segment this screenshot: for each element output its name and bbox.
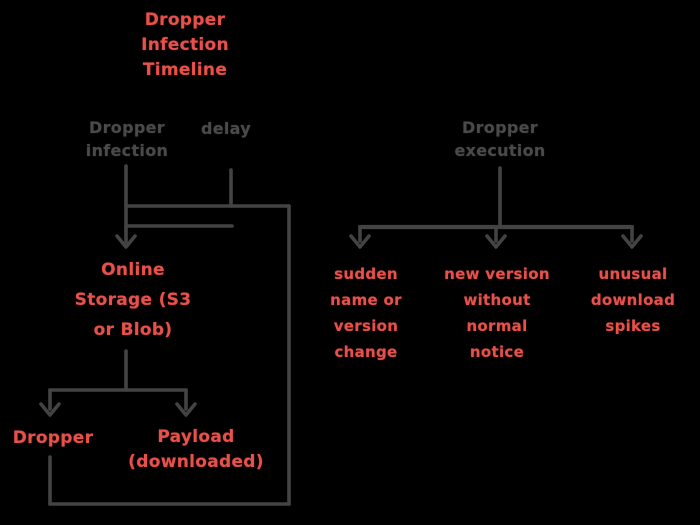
node-dropper-infection: Dropper infection [85, 118, 169, 160]
arrowhead-ind3 [621, 234, 643, 249]
node-payload-downloaded: Payload (downloaded) [128, 427, 264, 472]
arrowhead-ind2 [485, 234, 507, 249]
arrowhead-payload [175, 402, 197, 417]
node-indicator-silent-version: new version without normal notice [444, 265, 550, 361]
node-delay: delay [200, 119, 252, 138]
arrowhead-online-storage [115, 234, 137, 249]
arrowhead-ind1 [349, 234, 371, 249]
node-dropper-execution: Dropper execution [454, 118, 546, 160]
node-indicator-download-spike: unusual download spikes [590, 265, 676, 335]
arrowhead-dropper [39, 402, 61, 417]
node-indicator-name-change: sudden name or version change [330, 265, 402, 361]
node-dropper: Dropper [12, 428, 94, 448]
diagram-title: Dropper Infection Timeline [141, 10, 229, 80]
node-online-storage: Online Storage (S3 or Blob) [74, 260, 192, 340]
